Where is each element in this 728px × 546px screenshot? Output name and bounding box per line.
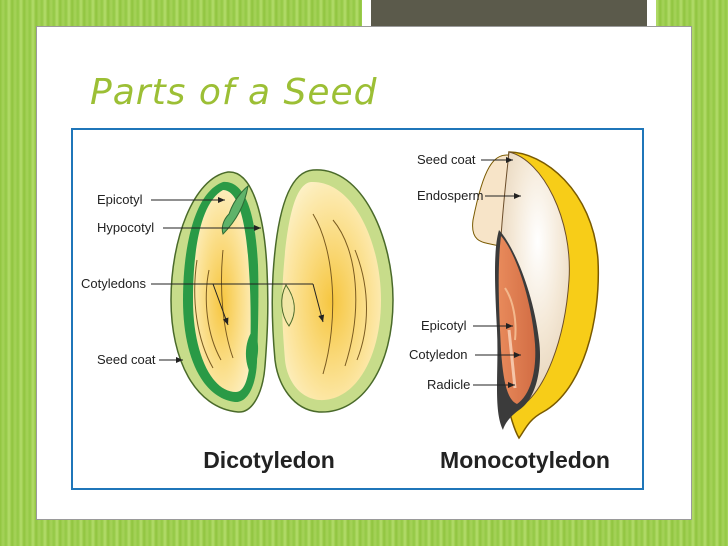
dicot-right-half [271, 169, 394, 413]
dicot-caption: Dicotyledon [203, 447, 335, 473]
monocot-label-epicotyl: Epicotyl [421, 318, 467, 333]
monocot-label-seed-coat: Seed coat [417, 152, 476, 167]
dicot-label-hypocotyl: Hypocotyl [97, 220, 154, 235]
dicot-pointer-cotyledons-right [312, 283, 325, 323]
monocot-label-radicle: Radicle [427, 377, 470, 392]
dicot-label-epicotyl: Epicotyl [97, 192, 143, 207]
monocot-label-cotyledon: Cotyledon [409, 347, 468, 362]
dicot-label-seed-coat: Seed coat [97, 352, 156, 367]
monocot-label-endosperm: Endosperm [417, 188, 483, 203]
dicot-pointer-cotyledons-left [212, 283, 229, 326]
monocot-caption: Monocotyledon [440, 447, 610, 473]
dicot-left-half [170, 171, 269, 413]
dicot-label-cotyledons: Cotyledons [81, 276, 147, 291]
monocot-seed [472, 151, 600, 440]
slide-title: Parts of a Seed [90, 72, 378, 113]
seed-diagram-svg: Epicotyl Hypocotyl Cotyledons Seed coat … [81, 151, 610, 473]
seed-diagram: Epicotyl Hypocotyl Cotyledons Seed coat … [71, 128, 644, 490]
